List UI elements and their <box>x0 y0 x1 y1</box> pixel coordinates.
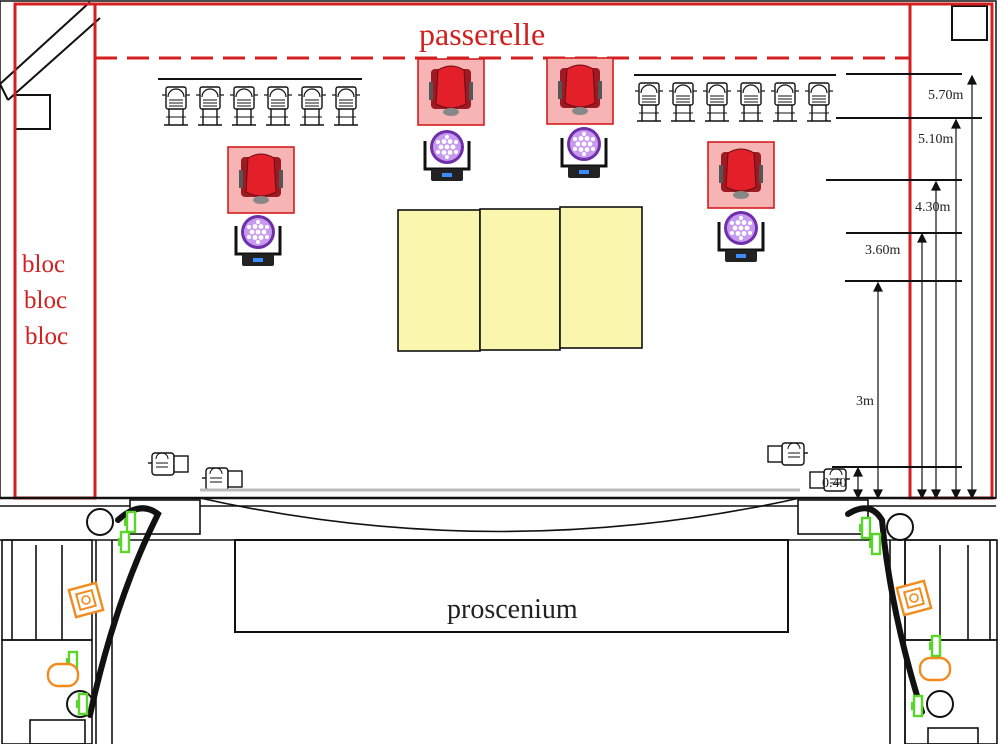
dimension-arrows <box>853 74 977 500</box>
yellow-panel <box>559 206 643 349</box>
truss-node <box>886 513 914 541</box>
pillar-box-left <box>14 94 51 130</box>
profile-spot-icon <box>702 82 732 122</box>
par-can-icon <box>767 442 809 466</box>
flood-light-icon <box>67 581 105 619</box>
led-bar-icon <box>927 634 942 658</box>
height-label-3-60: 3.60m <box>865 243 901 258</box>
fresnel-spot-icon <box>707 141 775 209</box>
fresnel-spot-icon <box>417 58 485 126</box>
roof-beam <box>7 17 101 101</box>
profile-spot-icon <box>736 82 766 122</box>
height-label-4-30: 4.30m <box>915 200 951 215</box>
par-can-icon <box>201 467 243 491</box>
fresnel-spot-icon <box>546 57 614 125</box>
proscenium-label: proscenium <box>447 594 578 625</box>
left-wing-structure <box>1 539 113 744</box>
led-bar-icon <box>909 694 924 718</box>
profile-spot-icon <box>195 86 225 126</box>
truss-node <box>926 690 954 718</box>
flood-light-icon <box>918 656 952 682</box>
moving-head-led-icon <box>234 213 282 268</box>
passerelle-label: passerelle <box>419 16 546 52</box>
profile-spot-icon <box>668 82 698 122</box>
cable-icon <box>87 505 162 718</box>
height-label-0-40: 0.40 <box>822 476 847 491</box>
profile-spot-icon <box>263 86 293 126</box>
height-label-5-10: 5.10m <box>918 132 954 147</box>
flood-light-icon <box>46 662 80 688</box>
profile-spot-icon <box>770 82 800 122</box>
bloc-label: bloc <box>22 251 66 278</box>
proscenium-box <box>234 539 789 633</box>
profile-spot-icon <box>804 82 834 122</box>
led-bar-icon <box>116 530 131 554</box>
roof-beam <box>0 83 9 101</box>
curtain-line <box>199 497 801 533</box>
moving-head-led-icon <box>717 209 765 264</box>
apron-left <box>129 499 201 535</box>
profile-spot-icon <box>229 86 259 126</box>
yellow-panel <box>397 209 481 352</box>
apron-right <box>797 499 869 535</box>
flood-light-icon <box>895 579 933 617</box>
profile-spot-icon <box>634 82 664 122</box>
profile-spot-icon <box>161 86 191 126</box>
moving-head-led-icon <box>423 128 471 183</box>
profile-spot-icon <box>297 86 327 126</box>
cable-icon <box>845 505 925 715</box>
profile-spot-icon <box>331 86 361 126</box>
par-can-icon <box>147 452 189 476</box>
truss-node <box>86 508 114 536</box>
height-label-5-70: 5.70m <box>928 88 964 103</box>
fresnel-spot-icon <box>227 146 295 214</box>
yellow-panel <box>479 208 561 351</box>
bloc-label: bloc <box>25 323 69 350</box>
moving-head-led-icon <box>560 125 608 180</box>
pillar-box-right <box>951 5 988 41</box>
height-label-3: 3m <box>856 394 874 409</box>
bloc-label: bloc <box>24 287 68 314</box>
